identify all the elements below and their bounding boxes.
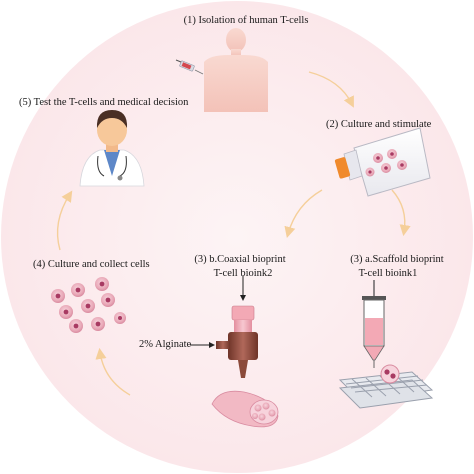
step3b-label-line1: (3) b.Coaxial bioprint — [194, 254, 286, 265]
arrow-4-to-5 — [56, 190, 73, 251]
doctor-icon — [79, 110, 145, 187]
step4-label: (4) Culture and collect cells — [33, 259, 150, 270]
step3b-label-line2: T-cell bioink2 — [213, 268, 273, 279]
step1-label: (1) Isolation of human T-cells — [183, 15, 309, 26]
arrow-1-to-2 — [308, 71, 354, 108]
coaxial-nozzle-icon — [190, 276, 258, 378]
scaffold-grid-icon — [338, 364, 434, 409]
step3a-label-line2: T-cell bioink1 — [358, 268, 418, 279]
human-body-icon — [204, 28, 268, 112]
cycle-arrows — [56, 71, 411, 396]
fiber-bundle-icon — [211, 390, 279, 428]
alginate-label: 2% Alginate — [139, 339, 192, 350]
cells-cluster-icon — [51, 277, 126, 333]
arrow-2-to-3a — [391, 189, 411, 237]
step2-label: (2) Culture and stimulate — [326, 119, 432, 130]
flask-cells — [365, 149, 407, 177]
arrow-3-to-4 — [95, 347, 131, 396]
arrow-2-to-3b — [284, 189, 323, 239]
syringe-icon — [175, 59, 204, 75]
step5-label: (5) Test the T-cells and medical decisio… — [19, 97, 189, 108]
step3a-label-line1: (3) a.Scaffold bioprint — [350, 254, 444, 265]
culture-flask-icon — [334, 127, 431, 197]
scaffold-syringe-icon — [362, 280, 386, 368]
